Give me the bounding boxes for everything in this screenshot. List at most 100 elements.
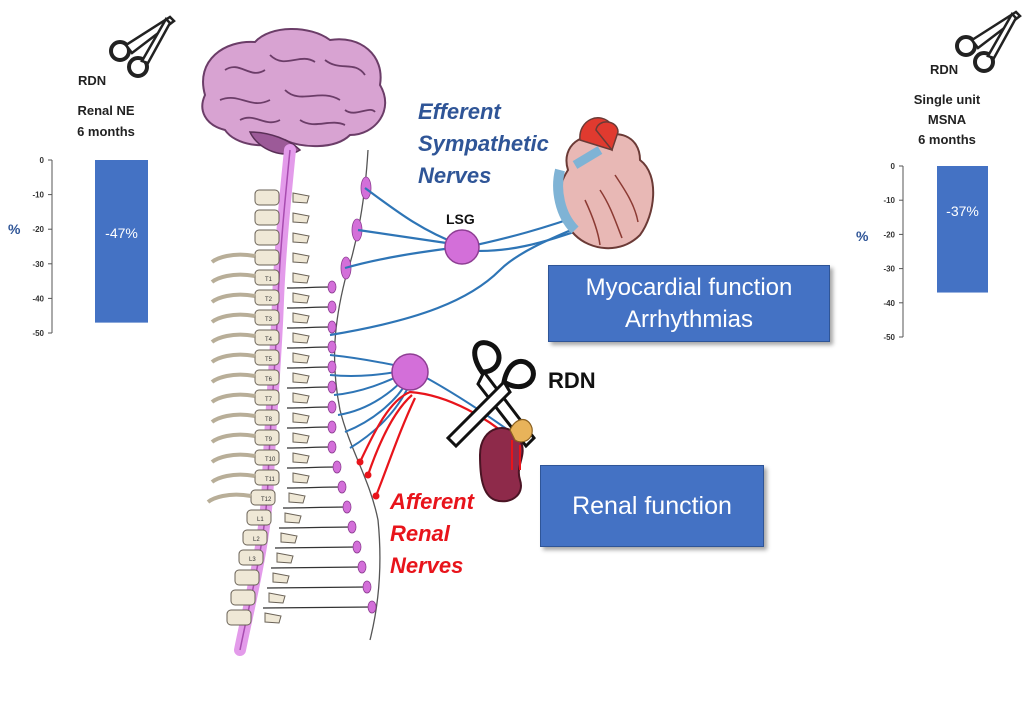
spinal-nerve [287,427,332,428]
spinal-nerve [287,407,332,408]
afferent-label: Afferent Renal Nerves [390,486,474,582]
renal-ganglion [392,354,428,390]
spinal-nerve [287,287,332,288]
rib [212,315,255,322]
chain-ganglion [363,581,371,593]
vertebra-process [277,553,293,563]
vertebra [255,230,279,245]
vertebra-process [293,213,309,223]
spinal-nerve [287,367,332,368]
vertebra-process [293,193,309,203]
vertebra-process [293,353,309,363]
myocardial-function-box: Myocardial function Arrhythmias [548,265,830,342]
vertebra-process [293,473,309,483]
left-y-tick-label: -50 [32,329,44,338]
chain-ganglion [328,321,336,333]
myocardial-box-line1: Myocardial function [586,272,793,304]
spinal-nerve [275,547,357,548]
spine-level-label: T9 [265,437,273,443]
chain-ganglion [368,601,376,613]
right-bar-value-label: -37% [937,203,988,219]
afferent-node [365,472,372,479]
lsg-label: LSG [446,211,475,227]
left-y-tick-label: -30 [32,260,44,269]
right-y-tick-label: -40 [883,299,895,308]
scissors-icon [111,17,174,76]
vertebra-process [293,233,309,243]
right-chart: 0 -10 -20 -30 -40 -50 [883,162,988,342]
spinal-nerve [287,387,332,388]
chain-ganglion [353,541,361,553]
brain-icon [202,29,385,154]
spine-level-label: T11 [265,477,276,483]
vertebra-process [293,393,309,403]
rib [212,275,255,282]
spinal-nerve [287,347,332,348]
spine-level-label: T10 [265,457,276,463]
left-chart-title-line2: 6 months [58,124,154,139]
rib [212,375,255,382]
chain-ganglion [333,461,341,473]
kidney-icon [480,420,532,502]
chain-ganglion [328,301,336,313]
vertebra-process [293,293,309,303]
right-y-tick-label: 0 [891,162,896,171]
vertebra-process [269,593,285,603]
vertebra [235,570,259,585]
right-y-tick-label: -50 [883,333,895,342]
vertebra [255,210,279,225]
vertebra-process [285,513,301,523]
afferent-label-line2: Renal [390,518,474,550]
rib [212,455,255,462]
left-rdn-label: RDN [78,73,106,88]
spine-level-label: T2 [265,297,273,303]
rib [212,255,255,262]
left-bar [95,160,148,323]
vertebra-process [293,413,309,423]
rib [208,495,251,502]
efferent-label-line2: Sympathetic [418,128,549,160]
efferent-label-line3: Nerves [418,160,549,192]
spinal-nerve [287,327,332,328]
efferent-label: Efferent Sympathetic Nerves [418,96,549,192]
left-chart-title-line1: Renal NE [58,103,154,118]
left-y-tick-label: -20 [32,225,44,234]
spinal-nerve [287,447,332,448]
spine-level-label: T12 [261,497,272,503]
right-chart-title-line1: Single unit [893,92,1001,107]
right-bar [937,166,988,293]
right-y-tick-label: -10 [883,196,895,205]
right-y-tick-label: -20 [883,230,895,239]
myocardial-box-line2: Arrhythmias [625,304,753,336]
spinal-nerve [287,487,342,488]
vertebra-process [293,453,309,463]
renal-function-box: Renal function [540,465,764,547]
chain-ganglion [338,481,346,493]
right-chart-title-line2: MSNA [893,112,1001,127]
spine-level-label: T6 [265,377,273,383]
left-axis-unit: % [8,221,20,237]
spinal-nerve [263,607,372,608]
rib [212,475,255,482]
right-chart-title-line3: 6 months [893,132,1001,147]
spinal-nerve [279,527,352,528]
renal-box-label: Renal function [572,492,732,521]
rib [212,395,255,402]
vertebra-process [265,613,281,623]
rib [212,435,255,442]
chain-ganglion [328,441,336,453]
spinal-nerve [271,567,362,568]
afferent-node [357,459,364,466]
chain-ganglion [328,381,336,393]
vertebra [227,610,251,625]
spinal-nerve [287,307,332,308]
afferent-label-line1: Afferent [390,486,474,518]
spine-level-label: T4 [265,337,273,343]
right-y-tick-label: -30 [883,265,895,274]
chain-ganglion [328,361,336,373]
rib [212,355,255,362]
lsg-ganglion [445,230,479,264]
vertebra-process [293,373,309,383]
spine-level-label: T1 [265,277,273,283]
